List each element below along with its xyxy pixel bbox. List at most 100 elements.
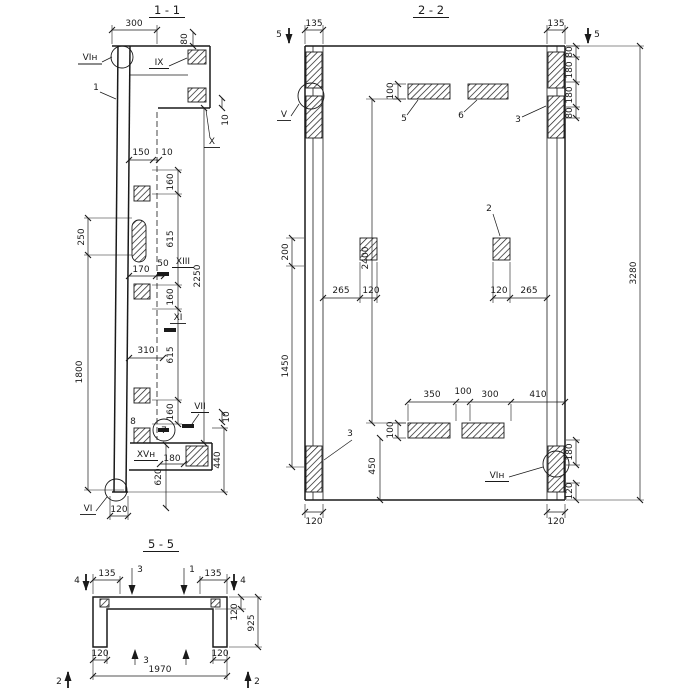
section-1-1: 1 - 1 300 bbox=[75, 3, 232, 520]
cut-4-left: 4 bbox=[74, 576, 80, 586]
dim-440: 440 bbox=[213, 451, 223, 468]
dim-1450: 1450 bbox=[281, 354, 291, 377]
dim-925: 925 bbox=[247, 614, 257, 631]
slot-hatch bbox=[131, 219, 147, 263]
dim-120br: 120 bbox=[547, 517, 564, 527]
dim-265l: 265 bbox=[332, 286, 349, 296]
mesh-bar bbox=[164, 328, 176, 332]
dim-120l: 120 bbox=[362, 286, 379, 296]
rebar-hatch bbox=[133, 185, 151, 202]
dim-250: 250 bbox=[77, 228, 87, 245]
pos-3-bottom: 3 bbox=[143, 656, 149, 666]
pos-1: 1 bbox=[93, 83, 99, 93]
anchor-hatch bbox=[187, 49, 207, 65]
pos-3-top: 3 bbox=[137, 565, 143, 575]
dim-135l: 135 bbox=[98, 569, 115, 579]
cut-2-left: 2 bbox=[56, 677, 62, 687]
section-5-5: 5 - 5 4 4 135 135 3 1 120 925 bbox=[56, 537, 262, 688]
dim-310: 310 bbox=[137, 346, 154, 356]
dim-615a: 615 bbox=[166, 230, 176, 247]
pos-v: V bbox=[281, 110, 288, 120]
dim-120bl: 120 bbox=[305, 517, 322, 527]
rebar-hatch bbox=[133, 427, 151, 444]
pos-3a: 3 bbox=[515, 115, 521, 125]
pos-vi: VI bbox=[84, 504, 93, 514]
rebar-hatch bbox=[133, 283, 151, 300]
dim-100b: 100 bbox=[386, 421, 396, 438]
dim-2250: 2250 bbox=[193, 264, 203, 287]
pos-xiii: XIII bbox=[176, 257, 190, 267]
dim-1800: 1800 bbox=[75, 360, 85, 383]
dim-10a: 10 bbox=[221, 114, 231, 126]
dim-10c: 10 bbox=[222, 411, 232, 423]
detail-circle-vin bbox=[542, 450, 570, 478]
dim-135l: 135 bbox=[305, 19, 322, 29]
cut-4-right: 4 bbox=[240, 576, 246, 586]
mesh-hatch bbox=[467, 83, 509, 100]
dim-170: 170 bbox=[132, 265, 149, 275]
pos-2: 2 bbox=[486, 204, 492, 214]
mesh-hatch bbox=[407, 422, 451, 439]
mesh-hatch bbox=[461, 422, 505, 439]
rib-hatch bbox=[305, 445, 323, 493]
pos-8: 8 bbox=[130, 417, 136, 427]
dim-120r: 120 bbox=[490, 286, 507, 296]
cut-5-right: 5 bbox=[594, 30, 600, 40]
dim-120br: 120 bbox=[211, 649, 228, 659]
pos-7: 7 bbox=[161, 426, 167, 436]
detail-circle-7 bbox=[152, 418, 176, 442]
mesh-bar bbox=[157, 272, 169, 276]
dim-300: 300 bbox=[481, 390, 498, 400]
pos-5: 5 bbox=[401, 114, 407, 124]
dim-3280: 3280 bbox=[629, 261, 639, 284]
corner-hatch bbox=[210, 598, 221, 608]
detail-circle-vin bbox=[110, 45, 134, 69]
dim-450: 450 bbox=[368, 457, 378, 474]
dim-410: 410 bbox=[529, 390, 546, 400]
detail-circle-v bbox=[297, 82, 325, 110]
dim-100t: 100 bbox=[386, 82, 396, 99]
pos-x: X bbox=[209, 137, 215, 147]
anchor-hatch bbox=[185, 445, 209, 467]
dim-160c: 160 bbox=[166, 403, 176, 420]
dim-180b: 180 bbox=[565, 86, 575, 103]
pos-6: 6 bbox=[458, 111, 464, 121]
dim-120bl: 120 bbox=[91, 649, 108, 659]
rib-hatch bbox=[547, 95, 565, 139]
dim-150: 150 bbox=[132, 148, 149, 158]
dim-120: 120 bbox=[110, 505, 127, 515]
pos-xvn: XVн bbox=[137, 450, 155, 460]
cut-5-left: 5 bbox=[276, 30, 282, 40]
dim-80: 80 bbox=[180, 33, 190, 45]
dim-80a: 80 bbox=[565, 46, 575, 58]
dim-200: 200 bbox=[281, 243, 291, 260]
mesh-hatch bbox=[492, 237, 511, 261]
mesh-bar bbox=[182, 424, 194, 428]
corner-hatch bbox=[99, 598, 110, 608]
dim-80b: 80 bbox=[565, 107, 575, 119]
dim-180a: 180 bbox=[565, 61, 575, 78]
pos-xi: XI bbox=[174, 313, 183, 323]
pos-vii: VII bbox=[194, 402, 205, 412]
section-2-2-title: 2 - 2 bbox=[418, 3, 444, 17]
mesh-hatch bbox=[407, 83, 451, 100]
dim-100m: 100 bbox=[454, 387, 471, 397]
dim-2400: 2400 bbox=[361, 246, 371, 269]
dim-1970: 1970 bbox=[149, 665, 172, 675]
dim-135r: 135 bbox=[547, 19, 564, 29]
dim-180c: 180 bbox=[565, 443, 575, 460]
rebar-hatch bbox=[133, 387, 151, 404]
dim-120c: 120 bbox=[565, 482, 575, 499]
dim-180: 180 bbox=[163, 454, 180, 464]
pos-3b: 3 bbox=[347, 429, 353, 439]
dim-120-flange: 120 bbox=[230, 603, 240, 620]
mesh-bar bbox=[158, 428, 169, 432]
dim-50: 50 bbox=[157, 259, 169, 269]
rib-hatch bbox=[305, 51, 323, 89]
dim-160b: 160 bbox=[166, 288, 176, 305]
rib-hatch bbox=[547, 445, 565, 493]
rib-hatch bbox=[547, 51, 565, 89]
dim-265r: 265 bbox=[520, 286, 537, 296]
